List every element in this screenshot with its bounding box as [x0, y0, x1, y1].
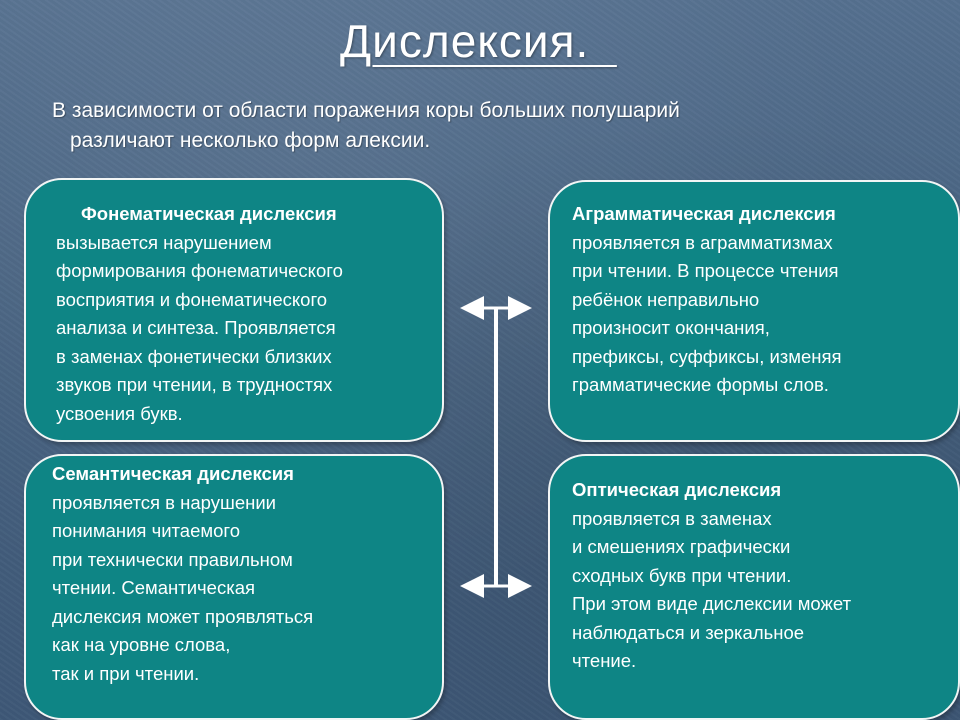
box-line: наблюдаться и зеркальное [572, 621, 805, 643]
phonematic-dyslexia-box: Фонематическая дислексия вызывается нару… [24, 178, 444, 442]
box-line: префиксы, суффиксы, изменяя [572, 345, 842, 367]
box-line: формирования фонематического [56, 260, 343, 281]
box-line: произносит окончания, [572, 317, 770, 338]
box-line: при чтении. В процессе чтения [572, 260, 839, 281]
box-line: проявляется в нарушении [52, 491, 276, 513]
box-line: грамматические формы слов. [572, 374, 829, 395]
box-line: анализа и синтеза. Проявляется [56, 317, 336, 338]
box-heading: Оптическая дислексия [572, 479, 782, 500]
intro-text: В зависимости от области поражения коры … [52, 96, 872, 156]
intro-line-1: В зависимости от области поражения коры … [52, 99, 680, 122]
box-line: как на уровне слова, [52, 634, 231, 655]
box-line: так и при чтении. [52, 662, 200, 684]
box-line: и смешениях графически [572, 536, 791, 557]
slide-title: Дислексия. [340, 15, 617, 67]
box-line: восприятия и фонематического [56, 288, 328, 310]
box-line: усвоения букв. [56, 402, 183, 424]
box-line: дислексия может проявляться [52, 605, 314, 627]
box-line: вызывается нарушением [56, 231, 272, 253]
box-line: в заменах фонетически близких [56, 345, 332, 367]
connector-arrows [460, 296, 532, 598]
box-line: понимания читаемого [52, 520, 241, 541]
box-line: проявляется в заменах [572, 507, 772, 529]
intro-line-2: различают несколько форм алексии. [70, 129, 431, 152]
semantic-dyslexia-box: Семантическая дислексия проявляется в на… [24, 454, 444, 720]
box-line: звуков при чтении, в трудностях [56, 374, 333, 395]
box-heading: Фонематическая дислексия [81, 203, 337, 224]
box-line: проявляется в аграмматизмах [572, 231, 833, 253]
box-line: При этом виде дислексии может [572, 593, 852, 614]
optical-dyslexia-box: Оптическая дислексия проявляется в замен… [548, 454, 960, 720]
box-line: сходных букв при чтении. [572, 564, 792, 586]
agrammatic-dyslexia-box: Аграмматическая дислексия проявляется в … [548, 180, 960, 442]
box-line: при технически правильном [52, 548, 293, 570]
box-line: ребёнок неправильно [572, 288, 760, 310]
box-line: чтение. [572, 650, 637, 671]
box-line: чтении. Семантическая [52, 577, 256, 598]
box-heading: Семантическая дислексия [52, 463, 294, 484]
box-heading: Аграмматическая дислексия [572, 203, 836, 224]
